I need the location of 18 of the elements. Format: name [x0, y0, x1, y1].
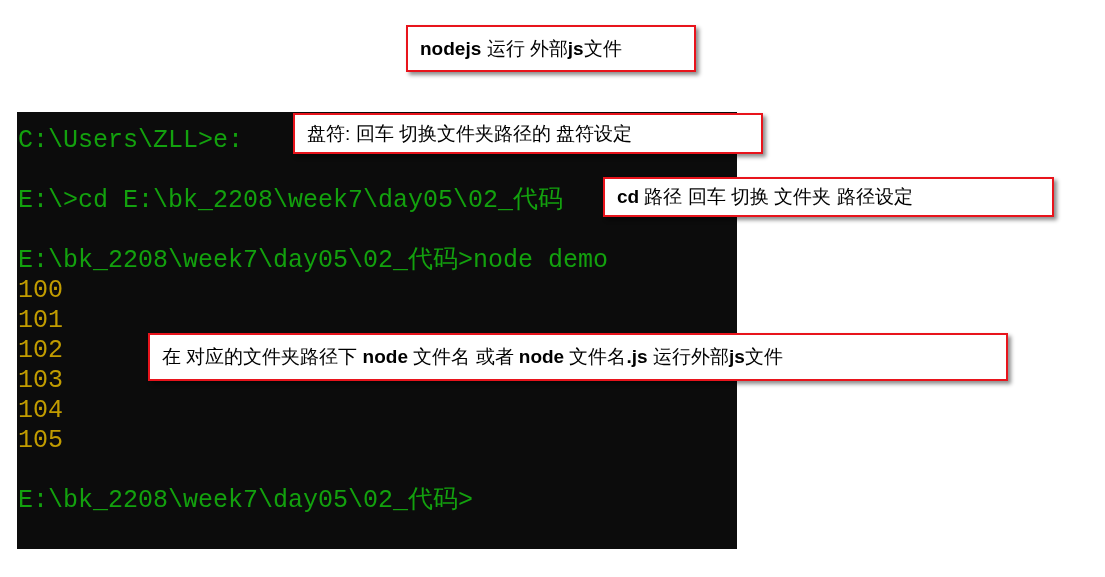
terminal-output: 105: [18, 426, 63, 456]
terminal-output: 104: [18, 396, 63, 426]
callout-box: [603, 177, 1054, 217]
callout-text: cd 路径 回车 切换 文件夹 路径设定: [617, 185, 913, 209]
title-callout: [406, 25, 696, 72]
callout-text: 在 对应的文件夹路径下 node 文件名 或者 node 文件名.js 运行外部js文件: [162, 345, 783, 369]
terminal-command: E:\bk_2208\week7\day05\02_代码>node demo: [18, 246, 609, 276]
terminal-output: 101: [18, 306, 63, 336]
terminal-command: C:\Users\ZLL>e:: [18, 126, 244, 156]
terminal-command: E:\bk_2208\week7\day05\02_代码>: [18, 486, 474, 516]
callout-text: nodejs 运行 外部js文件: [420, 36, 622, 61]
terminal-output: 103: [18, 366, 63, 396]
terminal-output: 100: [18, 276, 63, 306]
callout-box: [293, 113, 763, 154]
terminal-output: 102: [18, 336, 63, 366]
callout-text: 盘符: 回车 切换文件夹路径的 盘符设定: [307, 121, 633, 146]
terminal-command: E:\>cd E:\bk_2208\week7\day05\02_代码: [18, 186, 564, 216]
callout-box: [148, 333, 1008, 381]
